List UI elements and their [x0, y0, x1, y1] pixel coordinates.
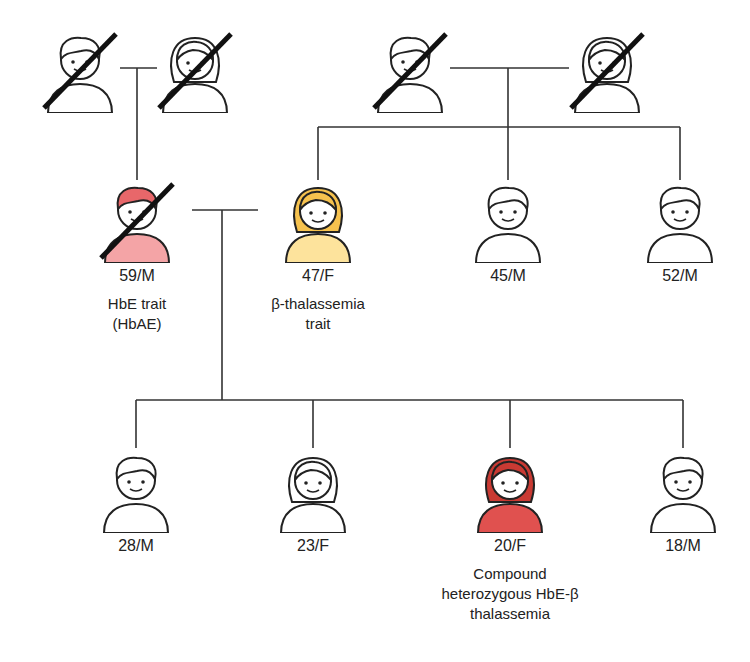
- sibling-drop: [317, 127, 319, 180]
- person-figure: 20/F Compound heterozygous HbE-β thalasse…: [435, 448, 585, 624]
- deceased-slash: [101, 184, 173, 258]
- descent-line: [221, 210, 223, 400]
- person-figure: 47/F β-thalassemia trait: [258, 178, 378, 334]
- couple-line: [120, 67, 157, 69]
- person-figure: 23/F: [263, 448, 363, 556]
- grandparent-figure: [159, 34, 231, 113]
- person-icon: [468, 178, 548, 263]
- genotype-label: Compound heterozygous HbE-β thalassemia: [440, 564, 580, 624]
- age-sex-label: 47/F: [302, 266, 334, 286]
- couple-line: [192, 209, 258, 211]
- age-sex-label: 52/M: [662, 266, 698, 286]
- sibling-drop: [682, 400, 684, 448]
- couple-line: [450, 67, 569, 69]
- genotype-label: HbE trait (HbAE): [97, 294, 177, 334]
- grandparent-figure: [44, 34, 116, 113]
- age-sex-label: 23/F: [297, 536, 329, 556]
- person-figure: 45/M: [458, 178, 558, 286]
- genotype-label: β-thalassemia trait: [262, 294, 374, 334]
- person-figure: 52/M: [630, 178, 730, 286]
- person-figure: 59/M HbE trait (HbAE): [82, 178, 192, 334]
- person-icon: [97, 178, 177, 263]
- sibship-line: [136, 399, 683, 401]
- age-sex-label: 59/M: [119, 266, 155, 286]
- age-sex-label: 45/M: [490, 266, 526, 286]
- person-icon: [278, 178, 358, 263]
- grandparent-figure: [571, 34, 643, 113]
- person-icon: [96, 448, 176, 533]
- age-sex-label: 20/F: [494, 536, 526, 556]
- sibling-drop: [312, 400, 314, 448]
- person-icon: [470, 448, 550, 533]
- sibship-line: [318, 126, 680, 128]
- sibling-drop: [509, 400, 511, 448]
- descent-line: [136, 68, 138, 180]
- sibling-drop: [135, 400, 137, 448]
- sibling-drop: [679, 127, 681, 180]
- sibling-drop: [507, 127, 509, 180]
- grandparent-figure: [374, 34, 446, 113]
- person-figure: 18/M: [633, 448, 733, 556]
- age-sex-label: 28/M: [118, 536, 154, 556]
- age-sex-label: 18/M: [665, 536, 701, 556]
- person-icon: [640, 178, 720, 263]
- person-icon: [273, 448, 353, 533]
- person-figure: 28/M: [86, 448, 186, 556]
- person-icon: [643, 448, 723, 533]
- descent-line: [507, 68, 509, 127]
